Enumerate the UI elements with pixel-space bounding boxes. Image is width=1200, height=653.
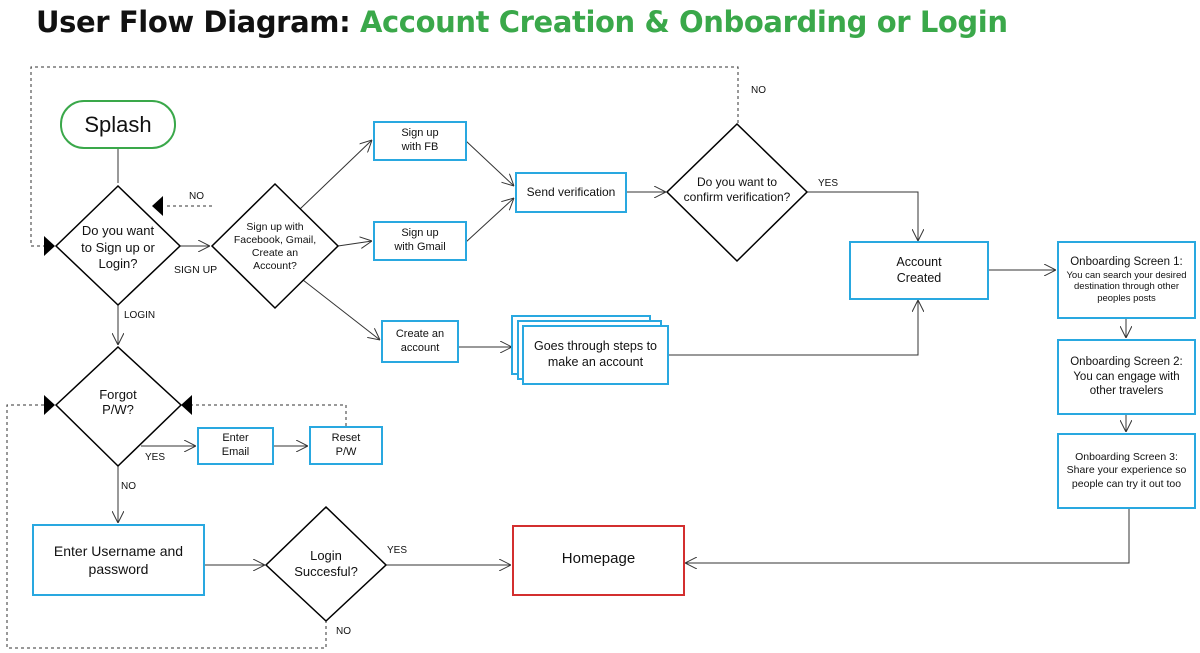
send-verification-label: Send verification [526,185,616,199]
edge-label-yes-login: YES [387,545,408,556]
enter-email-node [197,427,274,465]
steps-node [522,325,669,385]
decision-forgot-password [54,345,183,468]
create-account-label: Create an account [395,327,445,354]
arrowhead-confirm-no [44,236,55,256]
edge-fb-verify [465,140,514,186]
send-verification-node [515,172,627,213]
edge-label-no-confirm: NO [751,85,766,96]
account-created-label: Account Created [896,254,942,285]
edge-label-login: LOGIN [124,310,156,321]
decision-login-successful [264,505,388,623]
edge-label-yes-forgot: YES [145,452,166,463]
onboarding-3-node [1057,433,1196,509]
diagram-title: User Flow Diagram: Account Creation & On… [36,0,1008,44]
edge-gmail-verify [465,198,514,243]
onboarding-1-title: Onboarding Screen 1: [1070,256,1183,269]
enter-username-node [32,524,205,596]
edge-to-gmail [337,241,372,246]
edge-ob3-homepage [685,508,1130,563]
decision-social-signup [210,182,340,310]
arrowhead-social-no [152,196,163,216]
splash-node [60,100,176,149]
edge-login-no-loop [6,404,327,649]
edge-label-no-forgot: NO [121,481,136,492]
onboarding-2-label: Onboarding Screen 2: You can engage with… [1070,356,1183,398]
decision-social-signup-label: Sign up with Facebook, Gmail, Create an … [233,220,317,273]
signup-fb-label: Sign up with FB [401,127,439,153]
homepage-node [512,525,685,596]
enter-username-label: Enter Username and password [53,542,184,577]
signup-fb-node [373,121,467,161]
signup-gmail-label: Sign up with Gmail [394,227,446,253]
reset-password-label: Reset P/W [331,431,361,458]
edge-label-yes-confirm: YES [818,178,839,189]
enter-email-label: Enter Email [221,432,250,458]
onboarding-1-node [1057,241,1196,319]
decision-confirm-verification-label: Do you want to confirm verification? [683,175,791,204]
splash-label: Splash [84,111,152,137]
onboarding-3-label: Onboarding Screen 3: Share your experien… [1066,451,1187,490]
onboarding-1-body: You can search your desired destination … [1066,269,1187,304]
edge-confirm-yes [807,191,918,241]
onboarding-1-label: Onboarding Screen 1: You can search your… [1058,242,1195,318]
diagram-title-prefix: User Flow Diagram: [36,5,351,39]
onboarding-2-node [1057,339,1196,415]
signup-gmail-node [373,221,467,261]
edge-label-no-login: NO [336,626,351,637]
diagram-title-highlight: Account Creation & Onboarding or Login [359,5,1008,39]
edge-confirm-no-loop [30,66,739,247]
edge-label-no-social: NO [189,191,204,202]
arrowhead-reset-loop [181,395,192,415]
edge-to-fb [299,140,372,210]
decision-forgot-password-label: Forgot P/W? [99,387,137,417]
decision-confirm-verification [665,122,809,263]
arrowhead-login-no [44,395,55,415]
edge-steps-account [668,300,918,356]
steps-label: Goes through steps to make an account [534,339,657,369]
edge-to-create [302,279,380,340]
decision-signup-or-login-label: Do you want to Sign up or Login? [81,222,155,272]
reset-password-node [309,426,383,465]
decision-signup-or-login [54,184,182,307]
create-account-node [381,320,459,363]
account-created-node [849,241,989,300]
decision-login-successful-label: Login Succesful? [294,547,358,579]
homepage-label: Homepage [561,549,636,567]
edge-label-sign-up: SIGN UP [174,264,218,276]
